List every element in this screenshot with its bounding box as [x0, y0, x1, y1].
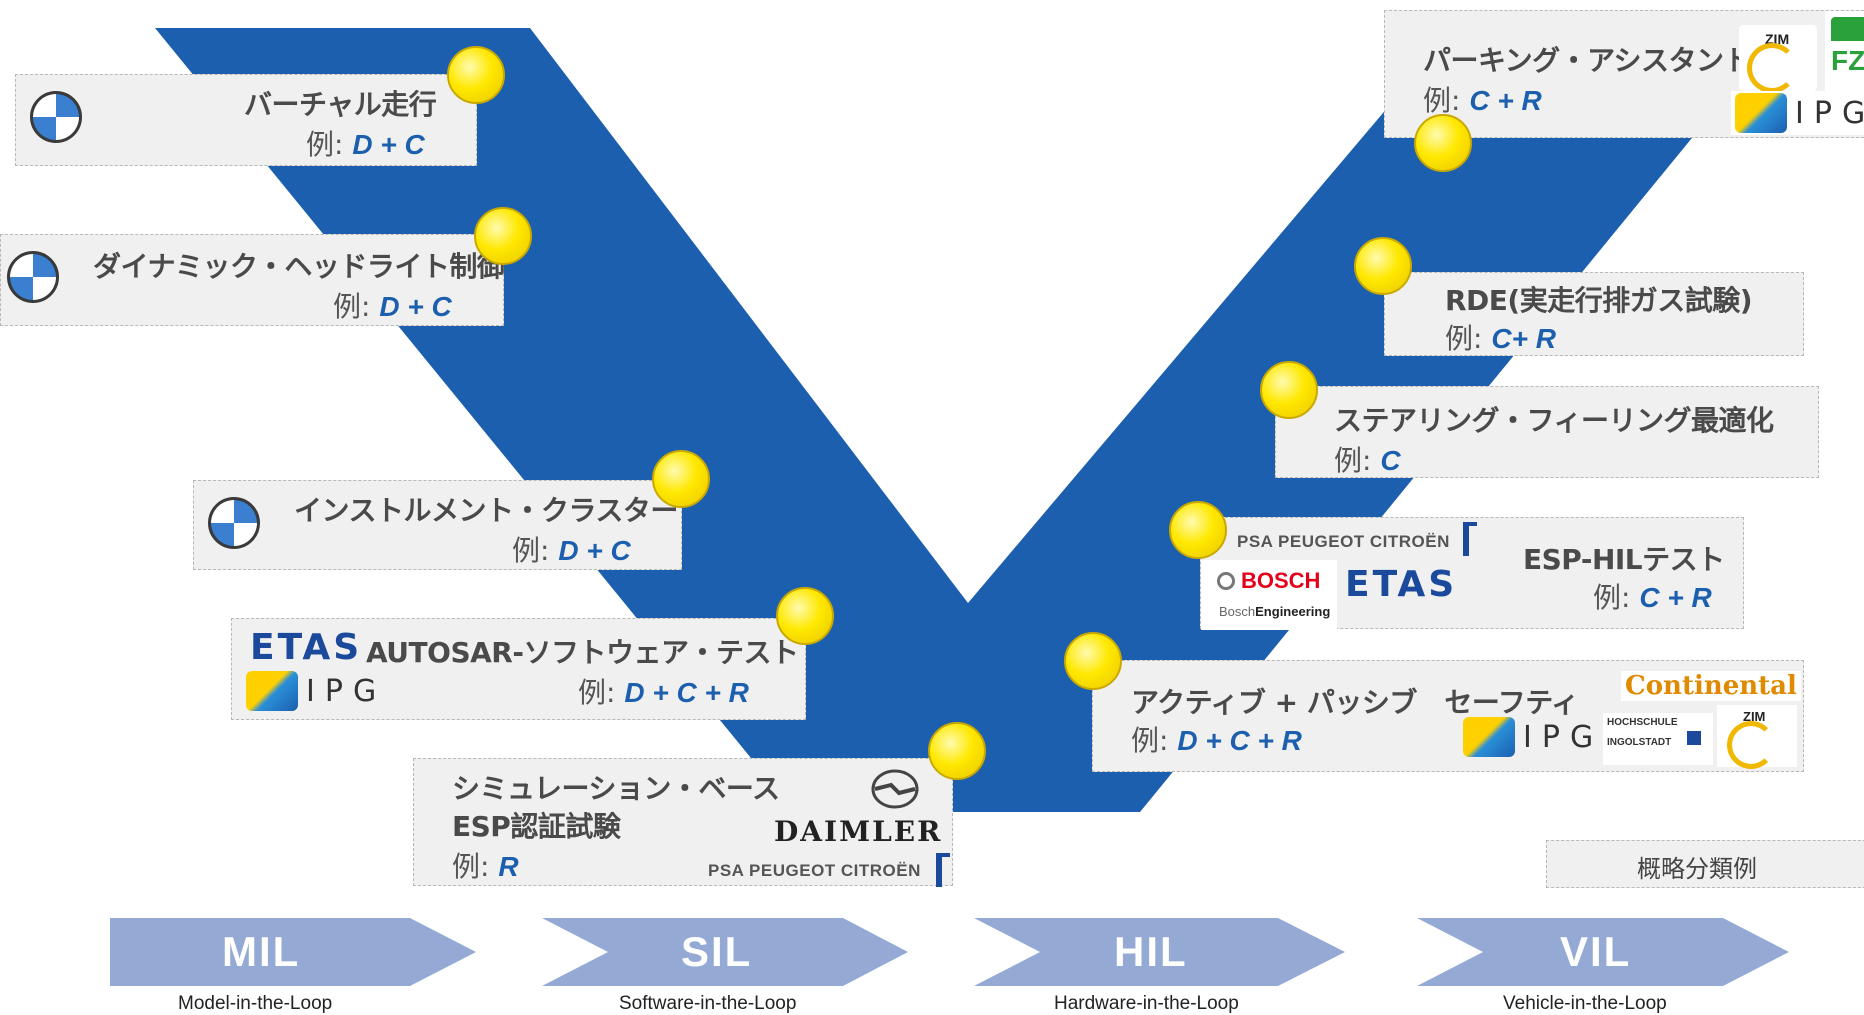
item-instrument-cluster: インストルメント・クラスター 例: D + C [193, 480, 682, 570]
item-example: 例: C + R [1593, 581, 1712, 614]
item-title: ESP-HILテスト [1523, 543, 1725, 576]
item-example: 例: C [1334, 444, 1401, 477]
hochschule-mark-icon [1687, 731, 1701, 745]
item-steering-feeling: ステアリング・フィーリング最適化 例: C [1275, 386, 1819, 478]
milestone-dot [928, 722, 986, 780]
item-rde: RDE(実走行排ガス試験) 例: C+ R [1384, 272, 1804, 356]
ipg-mark-icon [1735, 93, 1787, 133]
zim-arc-icon [1727, 721, 1775, 769]
item-example: 例: D + C [333, 290, 452, 323]
item-example: 例: D + C + R [578, 676, 749, 709]
item-parking-assistant: パーキング・アシスタント 例: C + R ZIM FZI IPG [1384, 10, 1864, 138]
phase-label-hil: HIL [1114, 928, 1188, 975]
item-autosar-test: ETAS IPG AUTOSAR-ソフトウェア・テスト 例: D + C + R [231, 618, 806, 720]
bmw-logo [30, 91, 82, 143]
milestone-dot [652, 450, 710, 508]
fzi-logo: FZI [1825, 11, 1864, 91]
milestone-dot [1354, 237, 1412, 295]
item-title: インストルメント・クラスター [294, 494, 678, 527]
opel-logo [871, 769, 919, 809]
psa-flag-icon [1463, 522, 1477, 556]
ipg-mark-icon [1463, 717, 1515, 757]
ipg-logo: IPG [1731, 91, 1864, 135]
psa-flag-icon [936, 853, 950, 887]
milestone-dot [447, 46, 505, 104]
ipg-mark-icon [246, 671, 298, 711]
bosch-engineering-label: BoschEngineering [1219, 604, 1331, 619]
psa-logo: PSA PEUGEOT CITROËN [1237, 532, 1450, 551]
arrow-sil [542, 918, 908, 986]
item-title: AUTOSAR-ソフトウェア・テスト [366, 636, 799, 669]
item-example: 例: C + R [1423, 84, 1542, 117]
arrow-mil [110, 918, 476, 986]
continental-logo: Continental [1621, 671, 1801, 701]
zim-logo: ZIM [1739, 25, 1817, 93]
bosch-mark-icon [1217, 572, 1235, 590]
phase-caption-mil: Model-in-the-Loop [178, 993, 333, 1014]
bosch-logo: BOSCH BoschEngineering [1201, 560, 1337, 630]
fzi-mark-icon [1831, 17, 1864, 41]
item-title: パーキング・アシスタント [1423, 44, 1752, 77]
bmw-logo [208, 497, 260, 549]
item-simulation-esp: シミュレーション・ベース ESP認証試験 例: R DAIMLER PSA PE… [413, 758, 953, 887]
etas-logo: ETAS [250, 627, 363, 668]
hochschule-logo: HOCHSCHULE INGOLSTADT [1603, 713, 1713, 765]
bmw-logo [7, 251, 59, 303]
item-dynamic-headlight: ダイナミック・ヘッドライト制御 例: D + C [0, 234, 505, 326]
item-esp-hil: PSA PEUGEOT CITROËN BOSCH BoschEngineeri… [1200, 517, 1744, 630]
ipg-logo: IPG [1463, 717, 1603, 757]
milestone-dot [776, 587, 834, 645]
milestone-dot [1260, 361, 1318, 419]
item-example: 例: D + C [512, 534, 631, 567]
zim-logo: ZIM [1717, 705, 1797, 769]
arrow-vil [1417, 918, 1789, 986]
item-title: ダイナミック・ヘッドライト制御 [93, 250, 505, 283]
etas-logo: ETAS [1345, 564, 1458, 605]
phase-label-vil: VIL [1560, 928, 1632, 975]
milestone-dot [1414, 114, 1472, 172]
item-example: 例: C+ R [1445, 322, 1556, 355]
phase-caption-hil: Hardware-in-the-Loop [1054, 993, 1239, 1014]
item-virtual-driving: バーチャル走行 例: D + C [15, 74, 477, 166]
legend-box: 概略分類例 [1546, 840, 1864, 888]
item-title: ステアリング・フィーリング最適化 [1334, 404, 1774, 437]
phase-caption-sil: Software-in-the-Loop [619, 993, 797, 1014]
item-example: 例: D + C [306, 128, 425, 161]
phase-label-sil: SIL [681, 928, 753, 975]
milestone-dot [1064, 632, 1122, 690]
item-example: 例: R [452, 850, 519, 883]
milestone-dot [474, 207, 532, 265]
phase-label-mil: MIL [222, 928, 301, 975]
psa-logo: PSA PEUGEOT CITROËN [708, 861, 921, 880]
item-title: アクティブ + パッシブ セーフティ [1131, 686, 1579, 719]
item-title-line2: ESP認証試験 [452, 810, 621, 843]
item-title: RDE(実走行排ガス試験) [1445, 284, 1753, 317]
zim-arc-icon [1747, 43, 1797, 93]
phase-caption-vil: Vehicle-in-the-Loop [1503, 993, 1667, 1014]
legend-label: 概略分類例 [1637, 855, 1757, 883]
item-example: 例: D + C + R [1131, 724, 1302, 757]
arrow-hil [974, 918, 1345, 986]
item-active-passive-safety: アクティブ + パッシブ セーフティ 例: D + C + R Continen… [1092, 660, 1804, 772]
daimler-logo: DAIMLER [774, 815, 943, 848]
milestone-dot [1169, 501, 1227, 559]
item-title-line1: シミュレーション・ベース [452, 772, 780, 805]
ipg-logo: IPG [246, 671, 386, 711]
item-title: バーチャル走行 [244, 88, 437, 121]
